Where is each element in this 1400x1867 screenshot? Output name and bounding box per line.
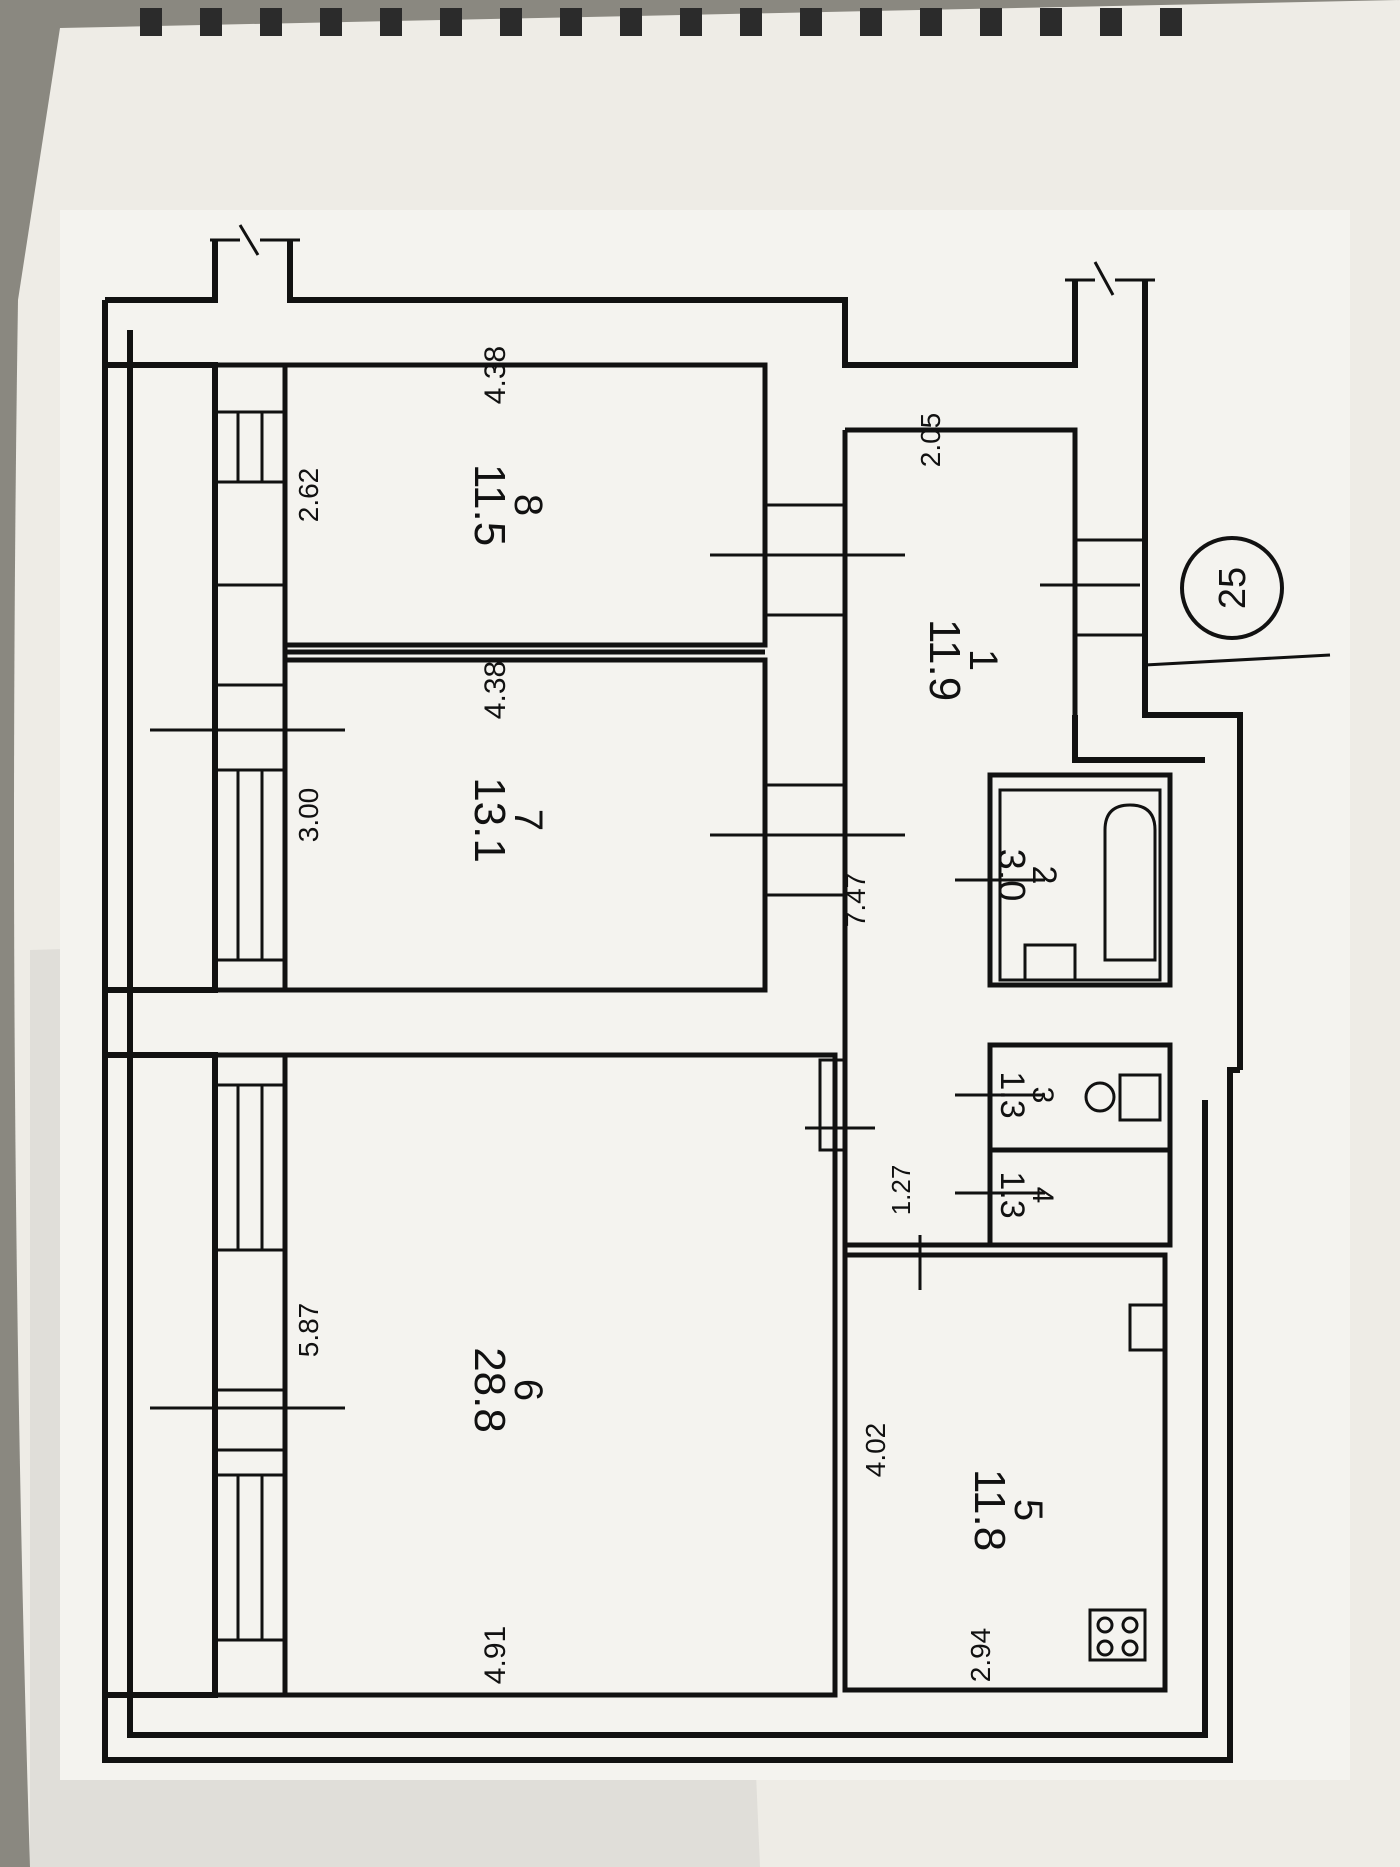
apartment-number-badge: 25	[1144, 536, 1331, 667]
room-5-area: 11.8	[965, 1469, 1014, 1551]
room-2-number: 2	[1025, 866, 1063, 885]
dimension-4-38-middle: 4.38	[479, 661, 512, 719]
room-7-area: 13.1	[465, 777, 514, 863]
dimension-1-27: 1.27	[886, 1165, 916, 1216]
room-labels: 8 11.5 7 13.1 6 28.8 1 11.9 2 3.0 3 1.3 …	[465, 464, 1063, 1551]
room-2-label: 2 3.0	[990, 849, 1063, 902]
room-5-number: 5	[1006, 1499, 1050, 1521]
dimension-4-38-top: 4.38	[479, 346, 512, 404]
room-7-label: 7 13.1	[465, 777, 550, 863]
room-4-number: 4	[1026, 1187, 1059, 1204]
room-3-label: 3 1.3	[993, 1071, 1059, 1118]
print-area	[60, 210, 1350, 1780]
room-partitions	[282, 362, 1173, 1698]
room-4-area: 1.3	[993, 1171, 1031, 1218]
dimension-2-62: 2.62	[293, 468, 324, 523]
room-8-number: 8	[506, 494, 550, 516]
room-5-label: 5 11.8	[965, 1469, 1050, 1551]
dimension-2-94: 2.94	[965, 1628, 996, 1683]
room-7-number: 7	[506, 809, 550, 831]
dimension-labels: 4.38 2.62 2.05 4.38 3.00 7.47 1.27 5.87 …	[293, 346, 996, 1684]
room-1-label: 1 11.9	[920, 619, 1005, 701]
dimension-4-91: 4.91	[479, 1626, 512, 1684]
apartment-number: 25	[1212, 567, 1254, 609]
room-1-area: 11.9	[920, 619, 969, 701]
dimension-4-02: 4.02	[860, 1423, 891, 1478]
dimension-3-00: 3.00	[293, 788, 324, 843]
room-6-label: 6 28.8	[465, 1347, 550, 1433]
room-1-number: 1	[961, 649, 1005, 671]
room-6-area: 28.8	[465, 1347, 514, 1433]
dimension-2-05: 2.05	[915, 413, 946, 468]
room-3-number: 3	[1026, 1087, 1059, 1104]
binding-holes	[140, 8, 1182, 36]
room-4-label: 4 1.3	[993, 1171, 1059, 1218]
room-8-label: 8 11.5	[465, 464, 550, 546]
room-3-area: 1.3	[993, 1071, 1031, 1118]
room-2-area: 3.0	[990, 849, 1032, 902]
dimension-7-47: 7.47	[840, 873, 871, 928]
dimension-5-87: 5.87	[293, 1303, 324, 1358]
room-6-number: 6	[506, 1379, 550, 1401]
room-8-area: 11.5	[465, 464, 514, 546]
